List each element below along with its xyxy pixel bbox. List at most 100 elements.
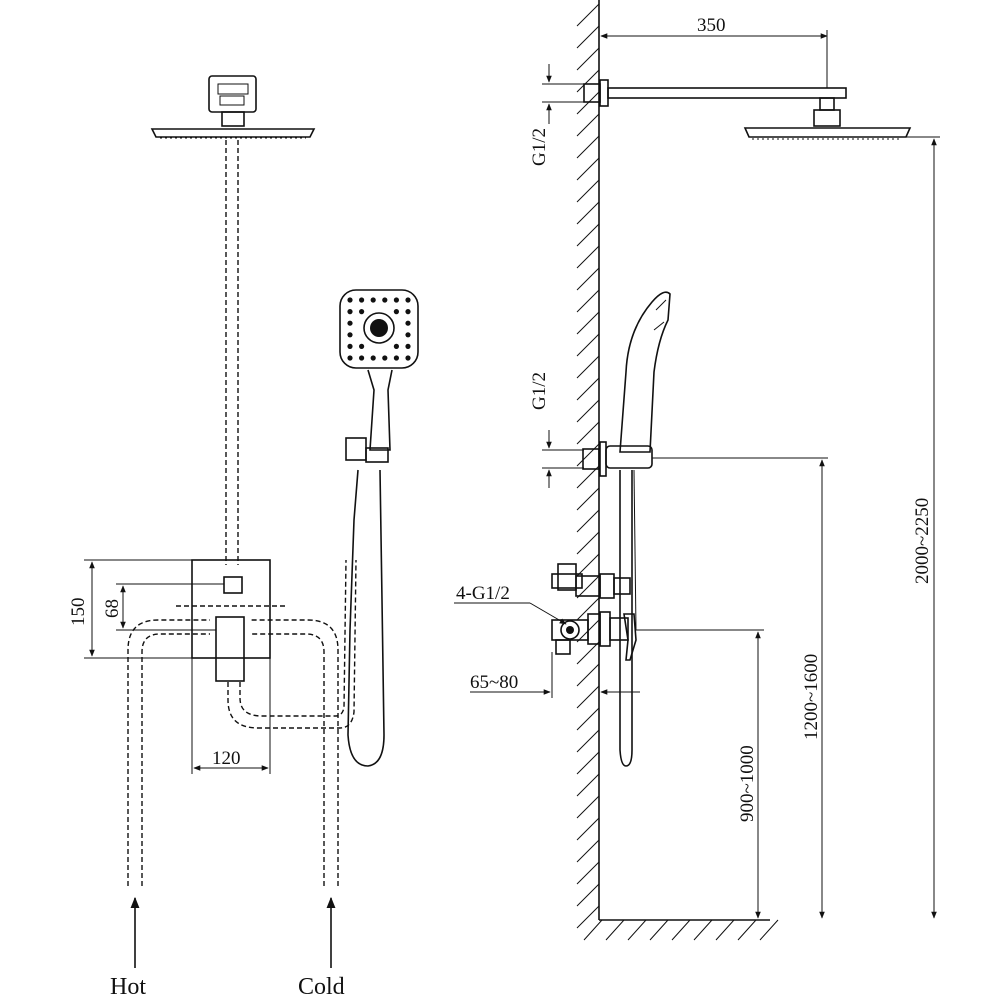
nozzle-dot [347,343,353,349]
floor-hatch-line [583,919,603,941]
front-rain-shower-head [150,128,316,139]
wall-hatch-line [576,443,600,467]
side-shower-arm [583,79,912,140]
nozzle-dot [359,297,365,303]
floor-hatch-line [671,919,691,941]
side-floor-hatching [583,919,779,941]
nozzle-dot [359,343,365,349]
floor-hatch-line [737,919,757,941]
wall-hatch-line [576,333,600,357]
dim-total-height: 2000~2250 [840,136,940,919]
side-hand-shower [582,291,671,477]
dim-arm-length: 350 [600,15,828,88]
wall-hatch-line [576,531,600,555]
dim-valve-threads-label: 4-G1/2 [456,583,510,604]
side-shower-hose [619,469,637,767]
wall-hatch-line [576,707,600,731]
nozzle-dot [393,355,399,361]
wall-hatch-line [576,487,600,511]
dim-box-height: 150 [68,559,192,659]
dim-valve-threads: 4-G1/2 [454,583,567,625]
wall-hatch-line [576,421,600,445]
nozzle-dot [382,355,388,361]
nozzle-dot [359,309,365,315]
wall-hatch-line [576,179,600,203]
wall-hatch-line [576,861,600,885]
nozzle-dot [405,332,411,338]
dim-box-width: 120 [191,658,271,774]
wall-hatch-line [576,25,600,49]
wall-hatch-line [576,905,600,929]
wall-hatch-line [576,729,600,753]
nozzle-dot [347,355,353,361]
wall-hatch-line [576,289,600,313]
nozzle-dot [382,297,388,303]
front-shower-hose [347,469,385,767]
front-view: 150 68 120 Hot Cold [68,75,419,1000]
wall-hatch-line [576,223,600,247]
nozzle-dot [405,320,411,326]
wall-hatch-line [576,47,600,71]
floor-hatch-line [649,919,669,941]
nozzle-dot [405,343,411,349]
wall-hatch-line [576,773,600,797]
floor-hatch-line [715,919,735,941]
dim-thread-top: G1/2 [529,64,584,166]
dim-box-offset: 68 [102,583,224,631]
wall-hatch-line [576,377,600,401]
wall-hatch-line [576,817,600,841]
nozzle-dot [347,297,353,303]
dim-box-offset-label: 68 [102,599,123,618]
front-concealed-riser-pipe [225,140,239,565]
nozzle-dot [393,309,399,315]
dim-valve-height: 900~1000 [636,629,764,919]
nozzle-dot [347,309,353,315]
nozzle-dot [359,355,365,361]
wall-hatch-line [576,663,600,687]
wall-hatch-line [576,685,600,709]
wall-hatch-line [576,795,600,819]
dim-holder-height: 1200~1600 [652,457,828,919]
wall-hatch-line [576,91,600,115]
floor-hatch-line [693,919,713,941]
front-mixer-box [176,559,286,682]
floor-hatch-line [627,919,647,941]
wall-hatch-line [576,553,600,577]
nozzle-dot [405,355,411,361]
cold-label: Cold [298,974,345,1000]
wall-hatch-line [576,245,600,269]
front-inlet-pipes [127,619,339,886]
front-hand-shower-nozzles [347,297,411,361]
hot-label: Hot [110,974,146,1000]
wall-hatch-line [576,113,600,137]
nozzle-dot [347,320,353,326]
wall-hatch-line [576,201,600,225]
dim-thread-mid-label: G1/2 [529,372,550,410]
front-outlet-loop [227,559,357,729]
nozzle-dot [370,297,376,303]
dim-box-width-label: 120 [212,748,241,769]
dim-valve-depth-label: 65~80 [470,672,518,693]
wall-hatch-line [576,509,600,533]
nozzle-dot [347,332,353,338]
nozzle-dot [393,297,399,303]
floor-hatch-line [759,919,779,941]
wall-hatch-line [576,641,600,665]
wall-hatch-line [576,3,600,27]
wall-hatch-line [576,135,600,159]
wall-hatch-line [576,399,600,423]
dim-thread-mid: G1/2 [529,372,584,488]
floor-hatch-line [605,919,625,941]
dim-valve-depth: 65~80 [470,652,640,698]
wall-hatch-line [576,69,600,93]
side-wall-hatching [576,3,600,929]
dim-arm-length-label: 350 [697,15,726,36]
wall-hatch-line [576,839,600,863]
wall-hatch-line [576,751,600,775]
wall-hatch-line [576,597,600,621]
side-view: 350 G1/2 G1/2 [454,0,940,941]
side-concealed-valve [551,563,637,661]
nozzle-dot [370,355,376,361]
dim-valve-height-label: 900~1000 [737,745,758,822]
wall-hatch-line [576,575,600,599]
